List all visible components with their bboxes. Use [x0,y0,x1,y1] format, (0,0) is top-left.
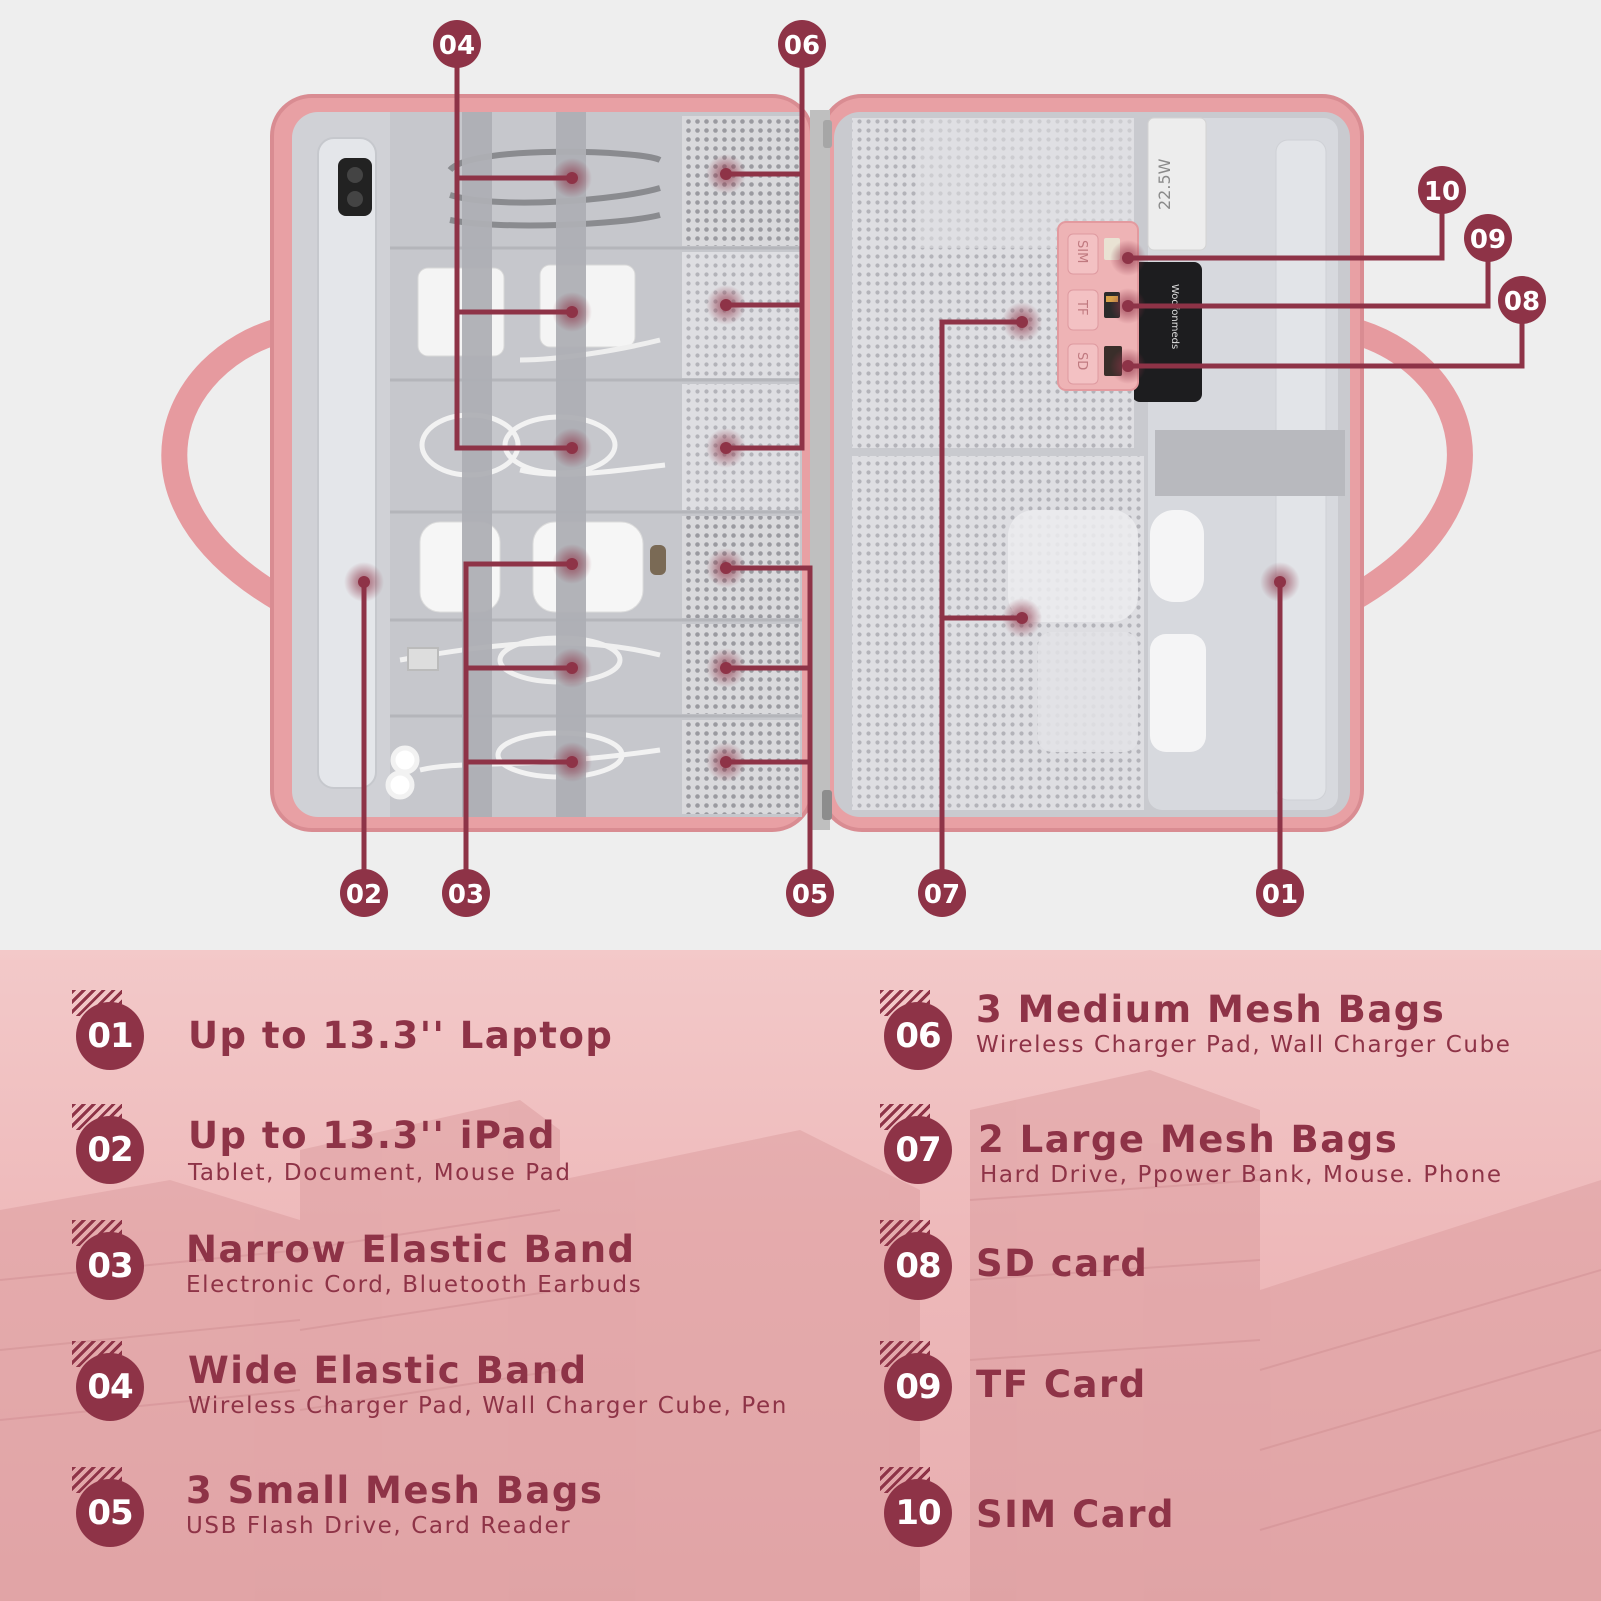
drive-label: Wodfonmeds [1169,284,1180,349]
sd-slot-label: SD [1074,352,1089,370]
city-skyline-background [0,1070,1601,1601]
feature-number-badge: 04 [76,1353,144,1421]
feature-title: SIM Card [976,1493,1175,1536]
feature-number-badge: 08 [884,1232,952,1300]
feature-title: Wide Elastic Band [188,1349,588,1392]
feature-number-badge: 05 [76,1479,144,1547]
svg-text:02: 02 [346,880,382,910]
feature-subtitle: Hard Drive, Ppower Bank, Mouse. Phone [980,1162,1503,1188]
feature-title: Up to 13.3'' iPad [188,1114,556,1157]
callout-badges: 04 06 10 09 08 02 03 05 [340,20,1546,917]
callout-02: 02 [340,869,388,917]
feature-number-badge: 01 [76,1002,144,1070]
callout-06: 06 [778,20,826,68]
feature-subtitle: Wireless Charger Pad, Wall Charger Cube [976,1032,1512,1058]
feature-number-badge: 06 [884,1002,952,1070]
feature-number-badge: 02 [76,1116,144,1184]
earbud-cases [419,521,666,613]
feature-title: 2 Large Mesh Bags [978,1118,1399,1161]
svg-text:03: 03 [448,880,484,910]
svg-text:04: 04 [439,31,475,61]
feature-number-badge: 10 [884,1479,952,1547]
callout-08: 08 [1498,276,1546,324]
feature-title: TF Card [976,1363,1147,1406]
svg-text:05: 05 [792,880,828,910]
feature-list-panel: 01 Up to 13.3'' Laptop 02 Up to 13.3'' i… [0,950,1601,1601]
feature-number-badge: 09 [884,1353,952,1421]
callout-01: 01 [1256,869,1304,917]
feature-title: Narrow Elastic Band [186,1228,636,1271]
callout-07: 07 [918,869,966,917]
sim-slot-label: SIM [1074,240,1089,263]
feature-title: 3 Small Mesh Bags [186,1469,604,1512]
callout-03: 03 [442,869,490,917]
svg-text:10: 10 [1424,177,1460,207]
product-illustration: 22.5W Wodfonmeds SIM TF SD [161,20,1546,917]
mesh-pockets-column [682,116,800,814]
feature-title: SD card [976,1242,1149,1285]
callout-04: 04 [433,20,481,68]
callout-10: 10 [1418,166,1466,214]
feature-title: Up to 13.3'' Laptop [188,1014,614,1057]
zipper [810,110,830,830]
charger-brick: 22.5W [1147,117,1207,251]
feature-title: 3 Medium Mesh Bags [976,988,1446,1031]
hard-drive: Wodfonmeds [1132,262,1202,402]
feature-subtitle: USB Flash Drive, Card Reader [186,1513,572,1539]
carry-handles [161,317,1473,612]
callout-05: 05 [786,869,834,917]
svg-text:01: 01 [1262,880,1298,910]
callout-dots [344,154,1300,782]
charger-label: 22.5W [1155,158,1174,210]
svg-text:07: 07 [924,880,960,910]
svg-text:09: 09 [1470,225,1506,255]
callout-lines [361,65,1525,870]
tf-slot-label: TF [1074,299,1089,315]
svg-text:08: 08 [1504,287,1540,317]
tablet [317,137,377,789]
mouse-and-power-bank [1008,510,1206,752]
callout-09: 09 [1464,214,1512,262]
svg-text:06: 06 [784,31,820,61]
feature-subtitle: Wireless Charger Pad, Wall Charger Cube,… [188,1393,788,1419]
feature-number-badge: 07 [884,1116,952,1184]
feature-subtitle: Electronic Cord, Bluetooth Earbuds [186,1272,643,1298]
feature-number-badge: 03 [76,1232,144,1300]
feature-subtitle: Tablet, Document, Mouse Pad [188,1160,572,1186]
